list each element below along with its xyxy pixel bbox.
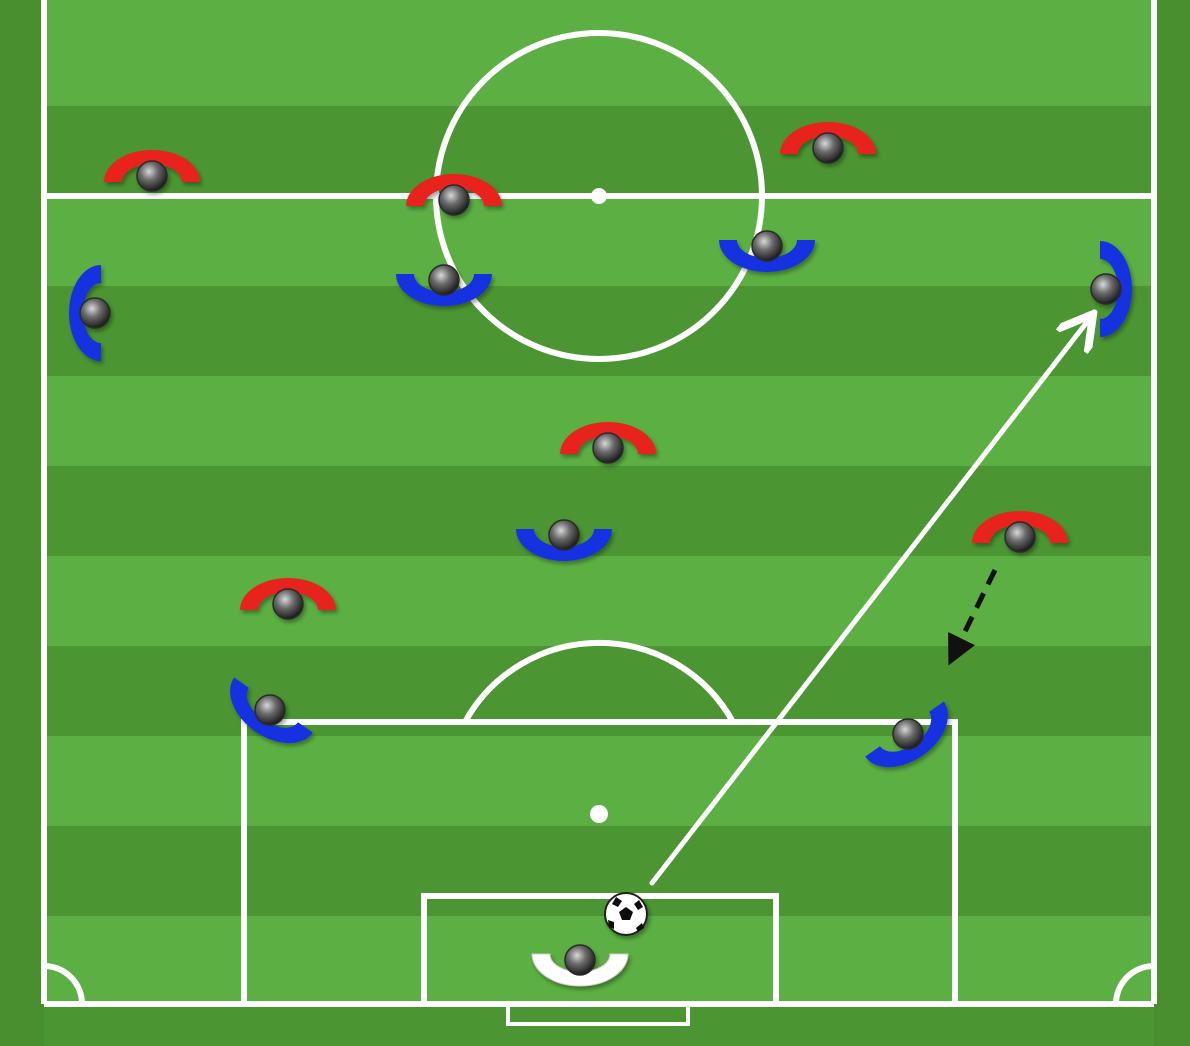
player-head-icon <box>893 719 923 749</box>
soccer-ball-icon <box>605 893 647 935</box>
player-head-icon <box>429 265 459 295</box>
player-head-icon <box>273 589 303 619</box>
player-head-icon <box>80 298 110 328</box>
player-head-icon <box>1091 274 1121 304</box>
player-head-icon <box>565 945 595 975</box>
player-head-icon <box>549 520 579 550</box>
centre-spot <box>591 188 607 204</box>
player-head-icon <box>752 231 782 261</box>
player-head-icon <box>439 185 469 215</box>
grass-stripe <box>44 826 1154 916</box>
player-head-icon <box>813 133 843 163</box>
grass-stripe <box>44 106 1154 196</box>
player-head-icon <box>1005 522 1035 552</box>
penalty-spot <box>590 805 608 823</box>
grass-stripe <box>44 286 1154 376</box>
player-head-icon <box>593 433 623 463</box>
player-head-icon <box>137 161 167 191</box>
player-head-icon <box>255 695 285 725</box>
